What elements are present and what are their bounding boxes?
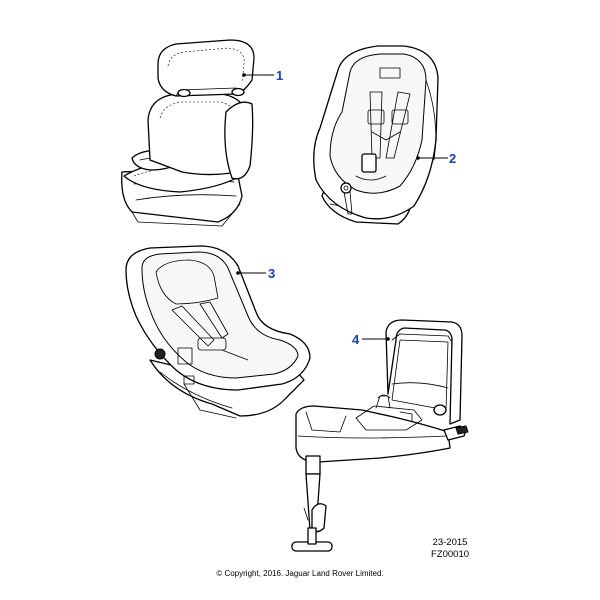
copyright-notice: © Copyright, 2016. Jaguar Land Rover Lim… — [216, 569, 384, 578]
isofix-base-illustration — [291, 319, 469, 552]
child-seat-illustration — [313, 45, 439, 225]
reference-line-2: FZ00010 — [430, 549, 470, 560]
callout-number-2: 2 — [449, 151, 456, 166]
infant-carrier-illustration — [125, 245, 311, 419]
callout-3: 3 — [236, 266, 275, 281]
booster-seat-illustration — [121, 39, 255, 227]
callout-1: 1 — [242, 68, 283, 83]
diagram-reference-code: 23-2015 FZ00010 — [420, 537, 480, 561]
callout-number-1: 1 — [276, 68, 283, 83]
callout-number-3: 3 — [268, 266, 275, 281]
callout-2: 2 — [416, 151, 456, 166]
callout-4: 4 — [352, 332, 390, 347]
callout-number-4: 4 — [352, 332, 360, 347]
reference-line-1: 23-2015 — [432, 537, 468, 548]
